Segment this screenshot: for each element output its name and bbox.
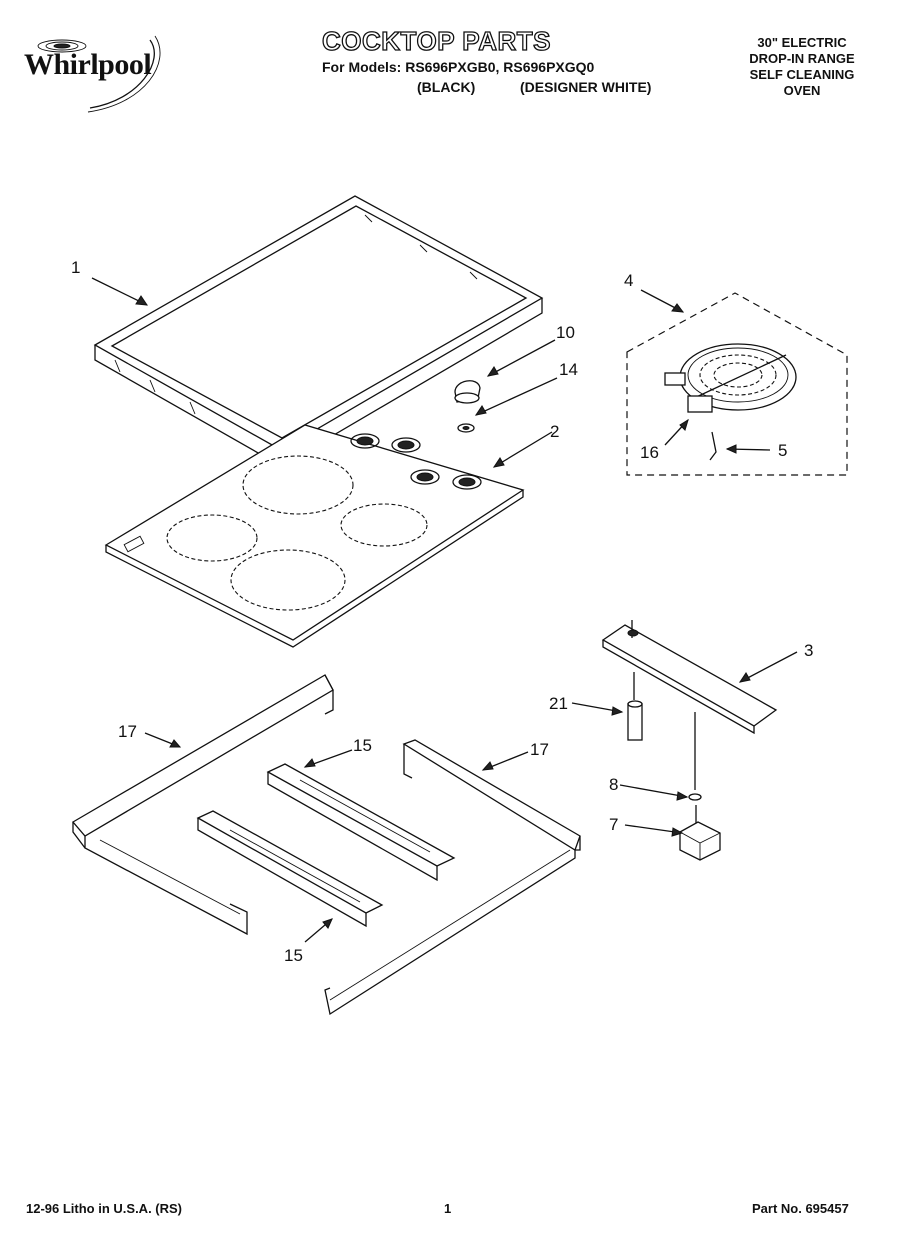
callout-element: 4 <box>624 271 634 290</box>
callout-shaft: 21 <box>549 694 568 713</box>
print-info: 12-96 Litho in U.S.A. (RS) <box>26 1201 183 1216</box>
control-knob <box>454 380 481 404</box>
range-line-3: SELF CLEANING <box>749 67 855 82</box>
range-line-1: 30" ELECTRIC <box>757 35 847 50</box>
mounting-bracket <box>601 620 778 735</box>
models-line: For Models: RS696PXGB0, RS696PXGQ0 <box>322 59 594 75</box>
cooktop-glass <box>104 424 525 648</box>
range-line-4: OVEN <box>783 83 821 98</box>
callout-limiter: 16 <box>640 443 659 462</box>
callout-rail-lower: 15 <box>284 946 303 965</box>
callout-rail-upper: 15 <box>353 736 372 755</box>
range-line-2: DROP-IN RANGE <box>749 51 855 66</box>
variant-black: (BLACK) <box>417 79 476 95</box>
rail-upper <box>266 763 456 882</box>
callout-cooktop: 2 <box>550 422 560 441</box>
page-number: 1 <box>444 1201 452 1216</box>
element-assembly-outline <box>626 292 848 476</box>
brand-logo: Whirlpool <box>24 48 152 81</box>
rail-lower <box>196 810 384 928</box>
side-panel-right <box>324 739 581 1016</box>
variant-designer-white: (DESIGNER WHITE) <box>520 79 652 95</box>
range-description: 30" ELECTRIC DROP-IN RANGE SELF CLEANING… <box>735 35 869 99</box>
callout-switch: 7 <box>609 815 619 834</box>
callout-side-left: 17 <box>118 722 137 741</box>
callout-clip: 5 <box>778 441 788 460</box>
part-number: Part No. 695457 <box>752 1201 849 1216</box>
callout-knob: 10 <box>556 323 575 342</box>
knob-seal <box>457 423 475 433</box>
side-panel-left <box>71 674 334 936</box>
cooktop-frame <box>93 195 544 468</box>
callout-frame: 1 <box>71 258 81 277</box>
callout-bracket: 3 <box>804 641 814 660</box>
leader-lines <box>91 277 798 943</box>
shaft-coupler <box>627 672 643 741</box>
switch-shaft <box>679 712 721 861</box>
models-prefix: For Models: <box>322 59 402 75</box>
model-numbers: RS696PXGB0, RS696PXGQ0 <box>405 59 595 75</box>
callout-washer: 8 <box>609 775 619 794</box>
callout-knob-seal: 14 <box>559 360 578 379</box>
callout-side-right: 17 <box>530 740 549 759</box>
whirlpool-logo-icon <box>37 35 161 113</box>
page-title: COCKTOP PARTS <box>321 25 551 56</box>
